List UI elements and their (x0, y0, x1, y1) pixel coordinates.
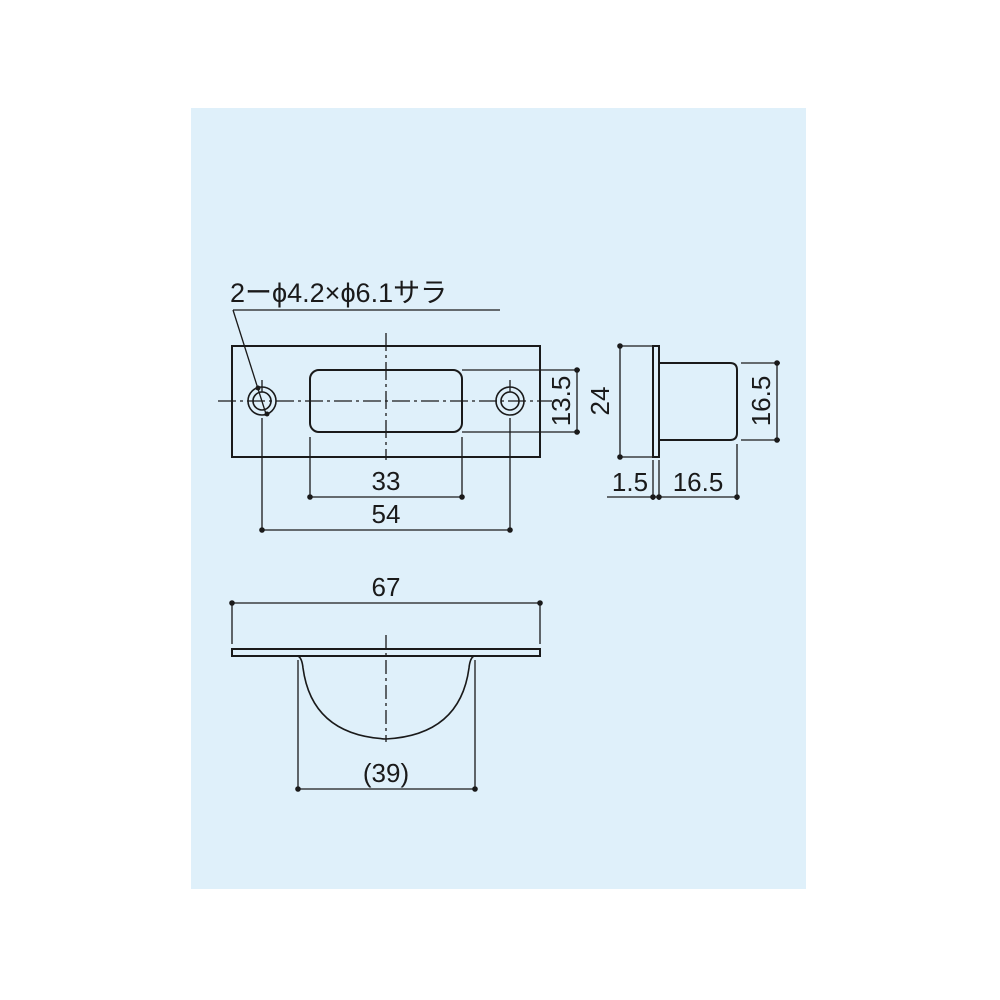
dim-plate-thickness-label: 1.5 (612, 467, 648, 497)
drawing-background-panel (191, 108, 806, 889)
side-view (607, 343, 780, 500)
dim-hole-pitch-label: 54 (372, 499, 401, 529)
dim-slot-height-label: 13.5 (546, 376, 576, 427)
dim-cup-width-label: (39) (363, 758, 409, 788)
dim-slot-width-label: 33 (372, 466, 401, 496)
leader-dot (264, 411, 270, 417)
dim-overall-length-label: 67 (372, 572, 401, 602)
bottom-view (229, 600, 543, 792)
dim-body-height-label: 16.5 (746, 376, 776, 427)
dim-body-depth-label: 16.5 (673, 467, 724, 497)
hole-callout-label: 2ーϕ4.2×ϕ6.1サラ (230, 278, 447, 308)
front-view (218, 309, 580, 533)
leader-dot (255, 385, 261, 391)
callout-leader (232, 309, 267, 415)
dim-plate-height-label: 24 (585, 387, 615, 416)
side-body-outline (659, 362, 738, 441)
side-plate-outline (652, 345, 660, 458)
